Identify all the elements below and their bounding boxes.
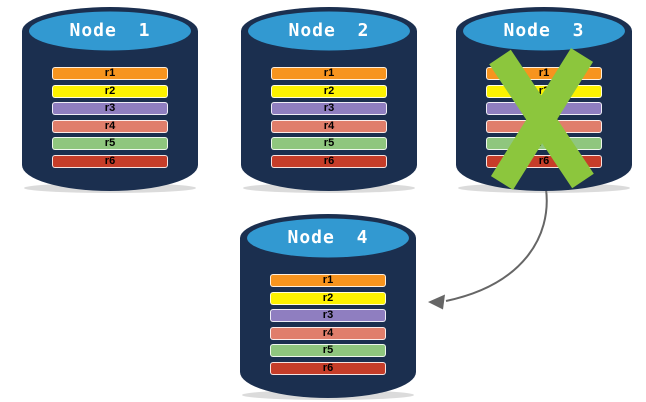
partition-bar-r4: r4 [270,326,386,340]
node-4: Node 4 r1 r2 r3 r4 r5 r6 [240,214,416,400]
partition-bar-r6: r6 [271,154,387,168]
partition-list: r1 r2 r3 r4 r5 r6 [271,67,387,168]
partition-list: r1 r2 r3 r4 r5 r6 [52,67,168,168]
arrow-curve [445,188,548,302]
partition-bar-r3: r3 [271,102,387,115]
node-title: Node 4 [287,227,369,248]
arrowhead-icon [428,294,445,310]
partition-bar-r5: r5 [271,137,387,150]
cylinder-top [29,11,191,51]
partition-bar-r6: r6 [486,154,602,168]
node-title: Node 1 [69,20,151,41]
partition-bar-r6: r6 [52,154,168,168]
partition-bar-r1: r1 [271,67,387,80]
partition-bar-r6: r6 [270,361,386,375]
partition-bar-r3: r3 [270,309,386,322]
partition-bar-r1: r1 [270,274,386,287]
partition-bar-r3: r3 [52,102,168,115]
partition-bar-r4: r4 [486,119,602,133]
partition-list: r1 r2 r3 r4 r5 r6 [486,67,602,168]
partition-bar-r5: r5 [270,344,386,357]
node-title: Node 3 [503,20,585,41]
partition-bar-r4: r4 [52,119,168,133]
partition-bar-r2: r2 [52,84,168,98]
cylinder-top [247,218,409,258]
partition-bar-r4: r4 [271,119,387,133]
partition-bar-r1: r1 [52,67,168,80]
node-title: Node 2 [288,20,370,41]
partition-bar-r2: r2 [271,84,387,98]
cylinder-top [248,11,410,51]
partition-list: r1 r2 r3 r4 r5 r6 [270,274,386,375]
cylinder-top [463,11,625,51]
partition-bar-r2: r2 [270,291,386,305]
node-1: Node 1 r1 r2 r3 r4 r5 r6 [22,7,198,193]
partition-bar-r3: r3 [486,102,602,115]
partition-bar-r5: r5 [52,137,168,150]
node-2: Node 2 r1 r2 r3 r4 r5 r6 [241,7,417,193]
partition-bar-r5: r5 [486,137,602,150]
partition-bar-r2: r2 [486,84,602,98]
node-3: Node 3 r1 r2 r3 r4 r5 r6 [456,7,632,193]
partition-bar-r1: r1 [486,67,602,80]
